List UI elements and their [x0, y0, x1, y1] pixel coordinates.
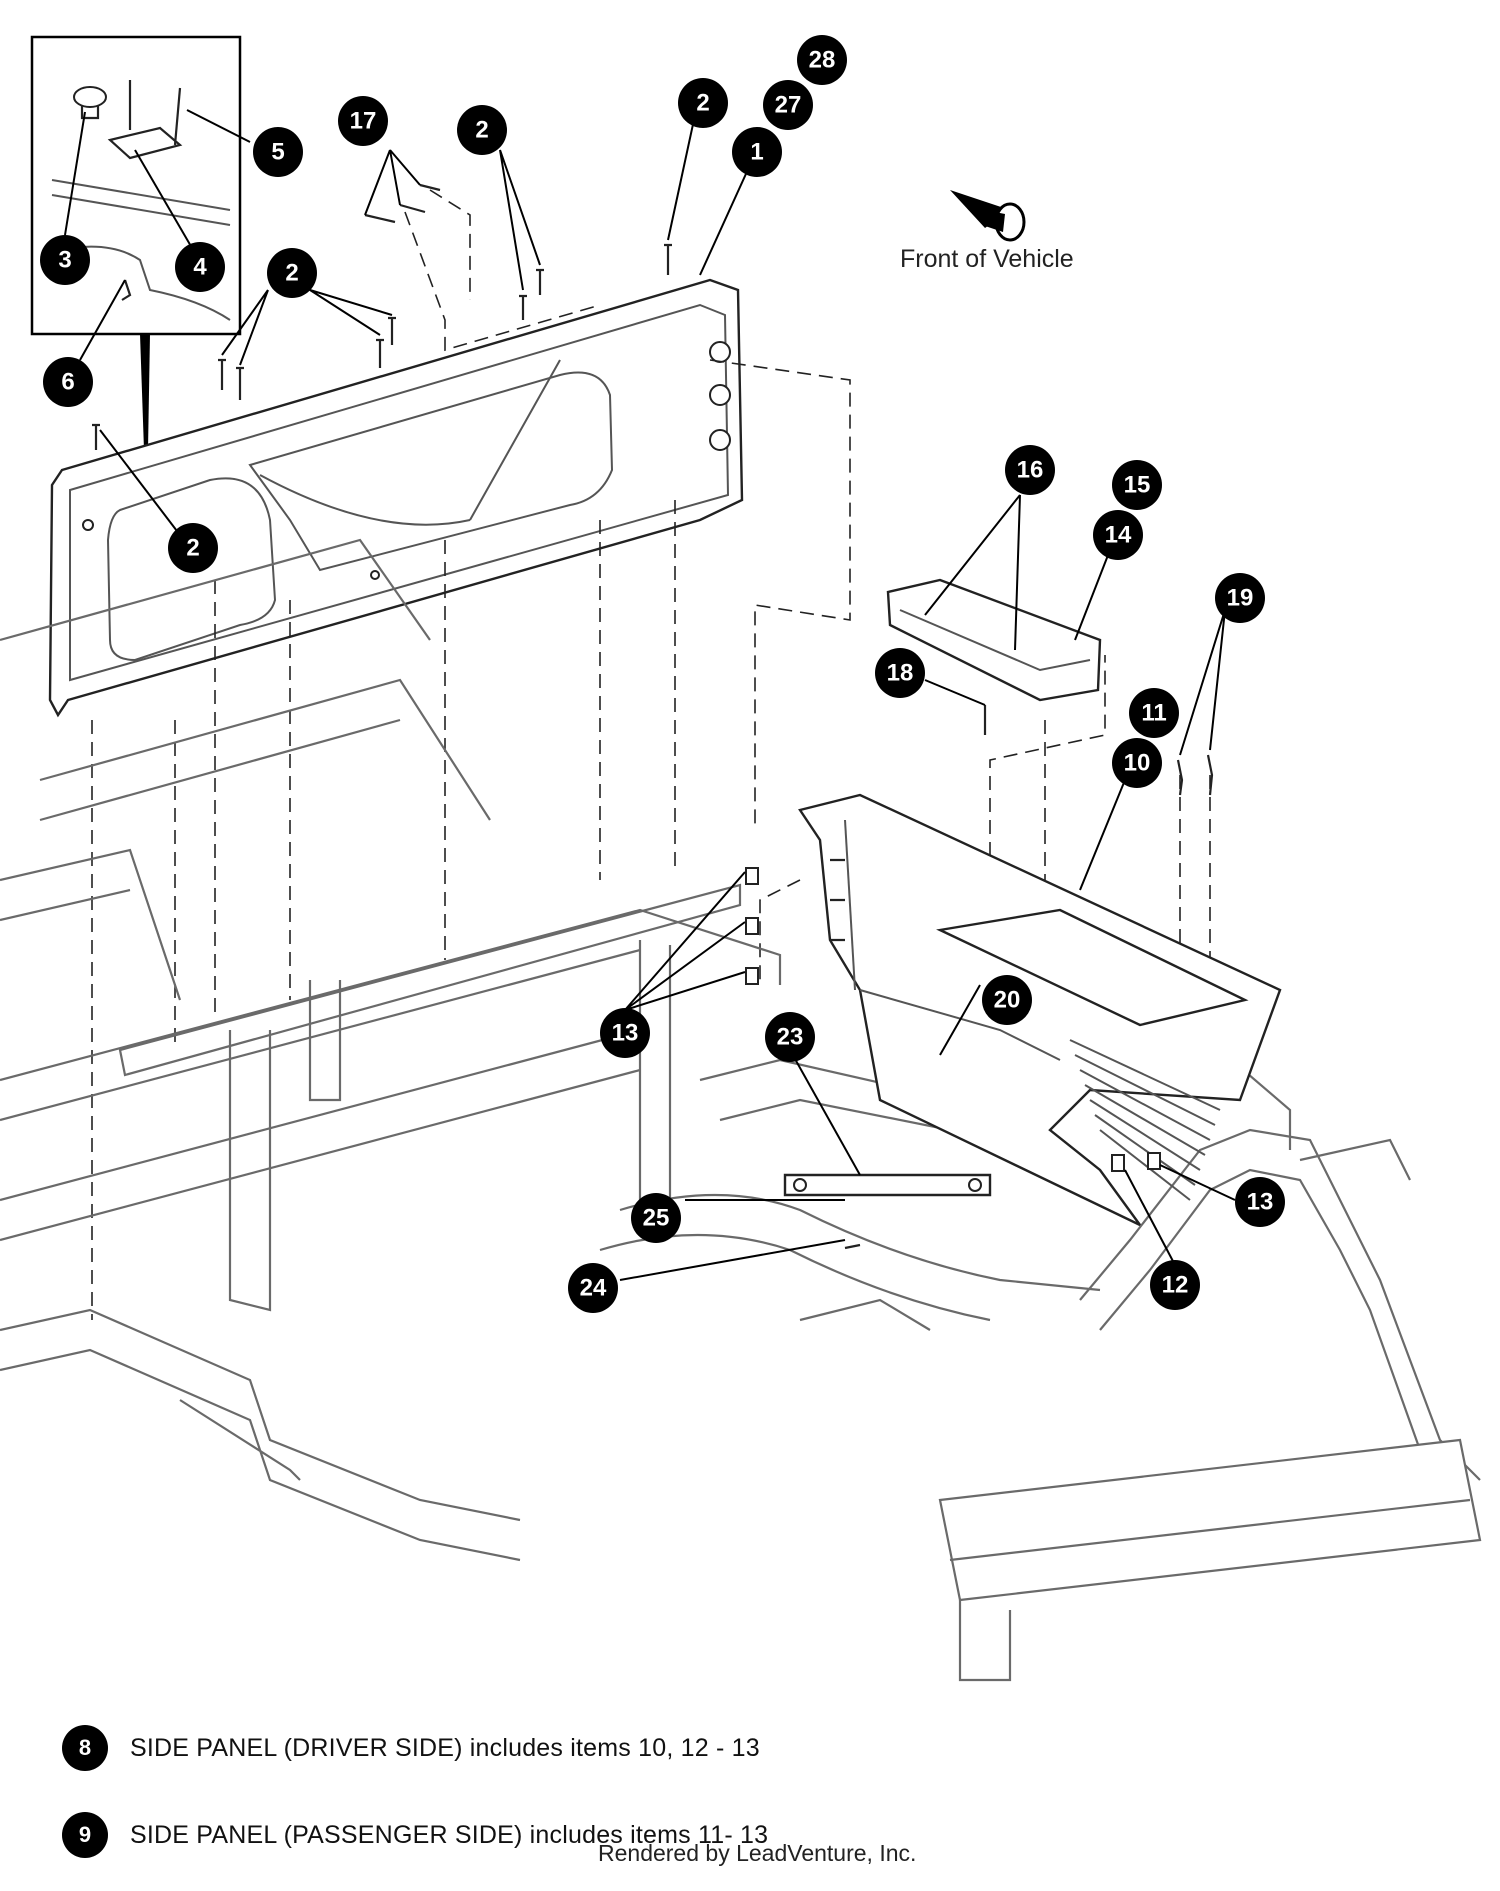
callout-label: 16 — [1017, 457, 1044, 484]
callout-24: 24 — [568, 1263, 618, 1313]
vehicle-frame — [0, 538, 1482, 1682]
callout-label: 18 — [887, 660, 914, 687]
callout-5: 5 — [253, 127, 303, 177]
callout-18: 18 — [875, 648, 925, 698]
assembly-lines — [91, 189, 1211, 1320]
callout-label: 19 — [1227, 585, 1254, 612]
panel-fasteners — [92, 183, 672, 450]
callout-label: 24 — [580, 1275, 607, 1302]
callout-label: 28 — [809, 47, 836, 74]
legend-item-9: 9 SIDE PANEL (PASSENGER SIDE) includes i… — [62, 1812, 768, 1858]
inset-pointer — [140, 334, 150, 450]
callout-label: 1 — [750, 139, 763, 166]
support-rod — [783, 1173, 992, 1250]
leader-lines — [64, 109, 1236, 1281]
callout-13: 13 — [1235, 1177, 1285, 1227]
legend-badge: 8 — [62, 1725, 108, 1771]
callout-2: 2 — [678, 78, 728, 128]
callout-label: 12 — [1162, 1272, 1189, 1299]
callout-19: 19 — [1215, 573, 1265, 623]
callout-label: 25 — [643, 1205, 670, 1232]
callout-label: 13 — [612, 1020, 639, 1047]
callout-12: 12 — [1150, 1260, 1200, 1310]
callout-4: 4 — [175, 242, 225, 292]
callout-label: 4 — [193, 254, 207, 281]
legend-text: SIDE PANEL (PASSENGER SIDE) includes ite… — [130, 1820, 769, 1849]
callout-10: 10 — [1112, 738, 1162, 788]
front-of-vehicle-arrow-icon — [950, 190, 1026, 242]
callout-label: 20 — [994, 987, 1021, 1014]
callout-label: 6 — [61, 369, 74, 396]
callout-label: 13 — [1247, 1189, 1274, 1216]
callout-label: 14 — [1105, 522, 1132, 549]
callout-13: 13 — [600, 1008, 650, 1058]
callout-2: 2 — [267, 248, 317, 298]
callout-2: 2 — [457, 105, 507, 155]
legend-text: SIDE PANEL (DRIVER SIDE) includes items … — [130, 1733, 760, 1762]
callout-label: 2 — [475, 117, 488, 144]
callout-28: 28 — [797, 35, 847, 85]
callout-label: 2 — [696, 90, 709, 117]
callout-3: 3 — [40, 235, 90, 285]
callout-label: 15 — [1124, 472, 1151, 499]
legend-badge: 9 — [62, 1812, 108, 1858]
callout-25: 25 — [631, 1193, 681, 1243]
callout-1: 1 — [732, 127, 782, 177]
callout-6: 6 — [43, 357, 93, 407]
callout-15: 15 — [1112, 460, 1162, 510]
callout-label: 11 — [1141, 700, 1166, 727]
callout-label: 5 — [271, 139, 284, 166]
rear-panel — [48, 278, 744, 718]
callout-20: 20 — [982, 975, 1032, 1025]
callout-2: 2 — [168, 523, 218, 573]
callout-label: 3 — [58, 247, 71, 274]
callout-label: 23 — [777, 1024, 804, 1051]
callout-17: 17 — [338, 96, 388, 146]
front-of-vehicle-label: Front of Vehicle — [900, 245, 1074, 273]
clip-nuts — [745, 867, 1161, 1172]
legend-item-8: 8 SIDE PANEL (DRIVER SIDE) includes item… — [62, 1725, 760, 1771]
callout-23: 23 — [765, 1012, 815, 1062]
callout-label: 2 — [186, 535, 199, 562]
side-panel — [798, 754, 1282, 1227]
callout-27: 27 — [763, 80, 813, 130]
callout-11: 11 — [1129, 688, 1179, 738]
render-credit: Rendered by LeadVenture, Inc. — [598, 1840, 917, 1866]
callout-label: 27 — [775, 92, 802, 119]
upper-bracket — [886, 578, 1102, 735]
callout-16: 16 — [1005, 445, 1055, 495]
callout-14: 14 — [1093, 510, 1143, 560]
callout-label: 2 — [285, 260, 298, 287]
callout-label: 10 — [1124, 750, 1151, 777]
callout-label: 17 — [350, 108, 377, 135]
